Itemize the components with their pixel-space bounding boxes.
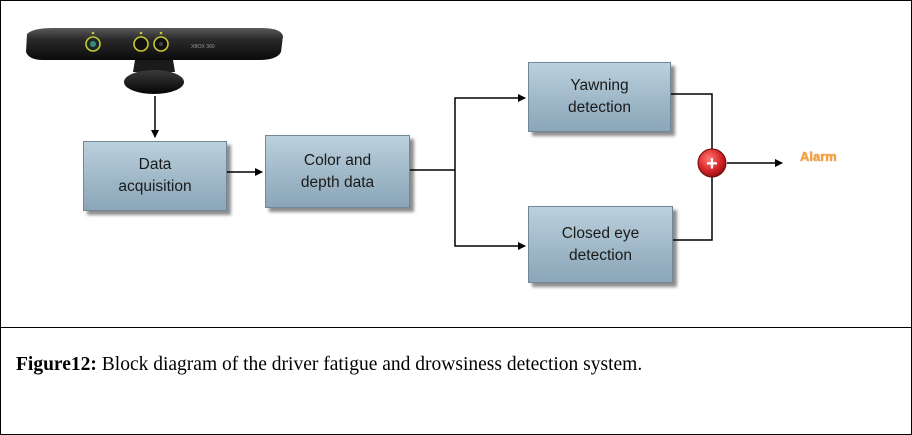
caption-label: Figure12: xyxy=(16,354,97,375)
kinect-sensor-image: XBOX 360 xyxy=(26,28,283,94)
arrow-split-to-closed-eye xyxy=(454,170,526,250)
rgb-camera-lens xyxy=(133,36,149,52)
yawning-detection-box: Yawning detection xyxy=(528,62,671,132)
alarm-label: Alarm xyxy=(800,149,837,164)
sensor-logo-text: XBOX 360 xyxy=(191,44,215,50)
summing-node xyxy=(697,148,727,178)
line-closed-eye-to-sum xyxy=(673,177,713,241)
sensor-base xyxy=(124,70,184,94)
caption-text: Block diagram of the driver fatigue and … xyxy=(96,354,643,375)
caption-divider xyxy=(0,327,912,328)
color-depth-data-box: Color and depth data xyxy=(265,135,410,208)
summing-node-symbol: + xyxy=(706,153,718,175)
line-yawning-to-sum xyxy=(671,93,713,149)
sensor-stand xyxy=(133,60,175,72)
data-acquisition-box: Data acquisition xyxy=(83,141,227,211)
arrow-split-to-yawning xyxy=(454,94,526,170)
closed-eye-detection-box: Closed eye detection xyxy=(528,206,673,283)
figure-caption: Figure12: Block diagram of the driver fa… xyxy=(16,354,642,376)
